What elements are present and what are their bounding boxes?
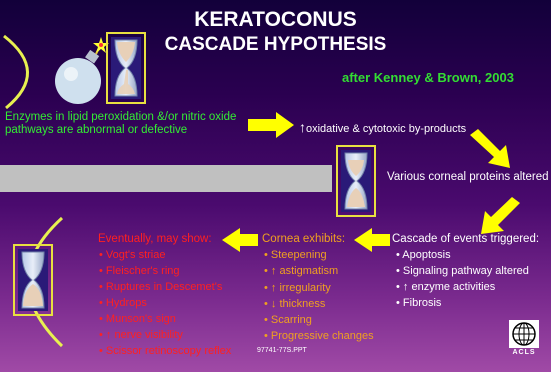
arrow-left-2 <box>222 228 258 252</box>
arrow-left-1 <box>354 228 390 252</box>
arrow-down-left-1 <box>481 197 520 234</box>
list-item: • Fleischer's ring <box>99 265 180 277</box>
up-arrow-glyph: ↑ <box>299 119 306 135</box>
footnote-filename: 97741-77S.PPT <box>257 347 307 354</box>
title-cascade-hypothesis: CASCADE HYPOTHESIS <box>164 34 387 55</box>
step-enzymes: Enzymes in lipid peroxidation &/or nitri… <box>5 111 237 136</box>
list-item: • Signaling pathway altered <box>396 265 529 277</box>
bomb-icon <box>55 37 109 104</box>
list-item: • Munson's sign <box>99 313 176 325</box>
title-keratoconus: KERATOCONUS <box>194 8 357 31</box>
cornea-list: • Steepening • ↑ astigmatism • ↑ irregul… <box>264 247 374 345</box>
gray-band <box>0 165 332 192</box>
arrow-down-right-1 <box>470 129 510 168</box>
list-item: • Scarring <box>264 314 312 327</box>
list-item: • ↑ enzyme activities <box>396 281 496 293</box>
step-proteins: Various corneal proteins altered <box>387 171 549 183</box>
eventually-heading: Eventually, may show: <box>98 233 212 245</box>
list-item: • Hydrops <box>99 297 147 309</box>
hourglass-icon <box>13 244 53 316</box>
globe-logo-icon <box>509 320 539 348</box>
list-item: • Ruptures in Descemet's <box>99 281 223 293</box>
citation: after Kenney & Brown, 2003 <box>342 70 514 85</box>
list-item: • Vogt's striae <box>99 249 166 261</box>
eventually-list: • Vogt's striae • Fleischer's ring • Rup… <box>99 247 231 359</box>
list-item: • Fibrosis <box>396 297 442 309</box>
step-oxidative-text: oxidative & cytotoxic by-products <box>306 123 467 135</box>
list-item: • ↑ irregularity <box>264 281 331 294</box>
list-item: • Scissor retinoscopy reflex <box>99 345 232 357</box>
step-oxidative: ↑oxidative & cytotoxic by-products <box>299 119 466 135</box>
list-item: • Apoptosis <box>396 249 451 261</box>
cascade-heading: Cascade of events triggered: <box>392 233 540 245</box>
list-item: • ↑ astigmatism <box>264 265 339 278</box>
arrow-right-1 <box>248 112 294 138</box>
hourglass-icon <box>336 145 376 217</box>
list-item: • Steepening <box>264 249 327 261</box>
list-item: • Progressive changes <box>264 330 374 343</box>
cornea-arc-icon <box>3 34 29 110</box>
hourglass-icon <box>106 32 146 104</box>
list-item: • ↓ thickness <box>264 297 326 310</box>
cornea-heading: Cornea exhibits: <box>262 233 346 245</box>
logo-text: ACLS <box>512 349 536 356</box>
cascade-list: • Apoptosis • Signaling pathway altered … <box>396 247 529 311</box>
list-item: • ↑ nerve visibility <box>99 329 183 341</box>
